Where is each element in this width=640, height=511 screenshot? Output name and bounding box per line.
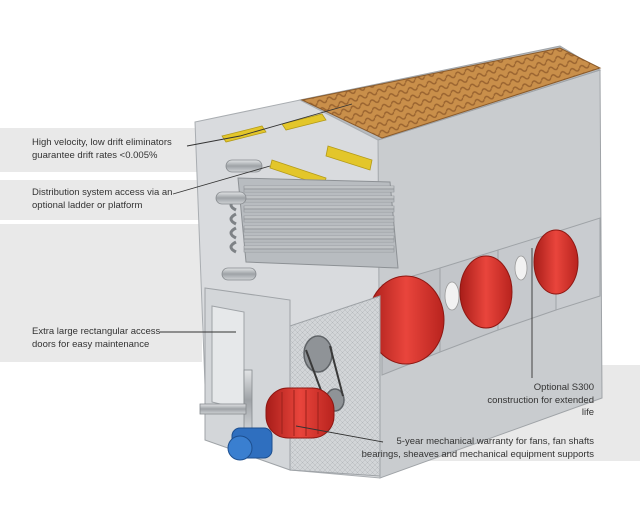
header-pipe xyxy=(215,191,247,205)
callout-distribution: Distribution system access via an option… xyxy=(32,187,173,211)
coil-tube xyxy=(243,245,395,253)
rail xyxy=(325,145,373,171)
callout-construction: Optional S300 construction for extended … xyxy=(487,382,594,418)
coil-tube xyxy=(243,225,395,233)
header-pipe xyxy=(221,267,257,281)
access-door xyxy=(211,305,245,411)
callout-access-doors: Extra large rectangular access doors for… xyxy=(32,326,161,350)
motor-fins xyxy=(281,390,319,436)
fan-hub xyxy=(444,281,460,311)
fan-housing xyxy=(533,229,579,295)
coil-tube xyxy=(243,185,395,193)
return-bend xyxy=(229,226,237,240)
callout-band-access-doors xyxy=(0,224,202,362)
coil-tube xyxy=(243,235,395,243)
callout-warranty: 5-year mechanical warranty for fans, fan… xyxy=(361,436,594,460)
fan-hub xyxy=(514,255,528,281)
return-bend xyxy=(229,240,237,254)
return-bend xyxy=(229,212,237,226)
callout-band-distribution xyxy=(0,180,226,220)
fan-housing xyxy=(459,255,513,329)
header-pipe xyxy=(225,159,263,173)
coil-tube xyxy=(243,215,395,223)
fans xyxy=(367,229,579,365)
leader-lines xyxy=(160,103,533,443)
leader-warranty xyxy=(295,425,384,443)
pump-pipe xyxy=(199,403,247,415)
pump-volute xyxy=(227,435,253,461)
callout-eliminators: High velocity, low drift eliminators gua… xyxy=(32,137,172,161)
fill-media xyxy=(300,47,602,139)
leader-distribution xyxy=(172,165,271,195)
pump-pipe xyxy=(243,369,253,431)
rail xyxy=(221,125,267,143)
coil-tubes xyxy=(243,185,395,253)
motor xyxy=(265,387,335,439)
rail xyxy=(281,113,327,131)
leader-eliminators xyxy=(186,103,353,147)
coil-tube xyxy=(243,195,395,203)
coil-tube xyxy=(243,205,395,213)
